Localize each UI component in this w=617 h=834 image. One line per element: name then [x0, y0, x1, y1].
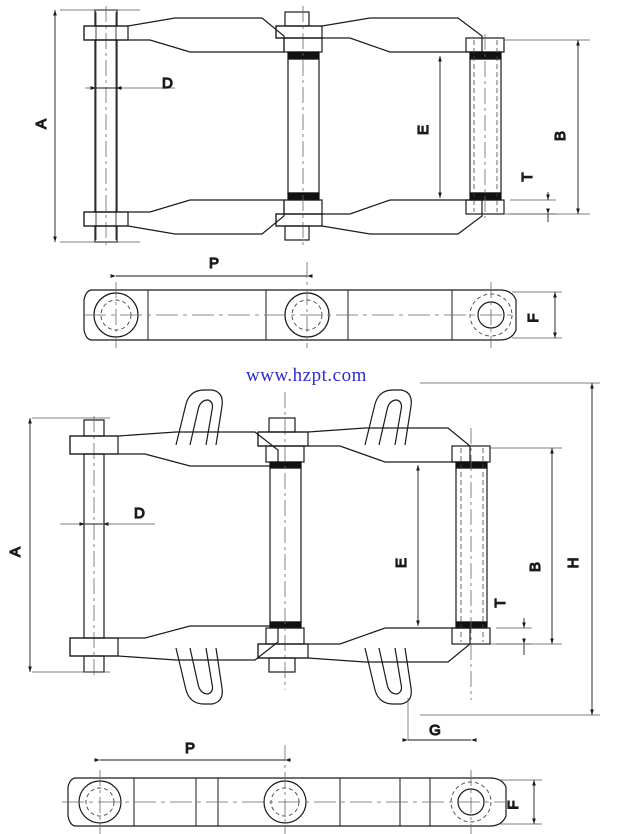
dimension-f-2: F: [500, 779, 542, 825]
dimension-a-label: A: [33, 119, 50, 129]
dimension-e-label: E: [415, 125, 432, 135]
dimension-p: P: [110, 254, 313, 278]
attachment-loop-bottom-right-outer: [364, 647, 412, 705]
right-band-bottom: [469, 192, 502, 201]
dimension-f-label-2: F: [505, 800, 522, 809]
dimension-p-2: P: [94, 739, 291, 762]
dimension-d-2: D: [60, 504, 155, 526]
attachment-loop-top-left-outer: [175, 389, 223, 446]
bushing-band-top-2: [269, 461, 302, 469]
right-roller-assembly-2: [451, 428, 491, 700]
hidden-bore-lines-2: [460, 448, 484, 642]
dimension-e-2: E: [392, 465, 420, 626]
attachment-loop-bottom-left-outer: [175, 647, 223, 705]
attachment-loops-top: [175, 389, 412, 446]
dimension-f-label: F: [525, 313, 542, 322]
right-roller-assembly: [465, 34, 505, 218]
bushing-band-top: [287, 51, 320, 60]
side-view-plain-chain: P F: [83, 254, 562, 348]
side-view-attachment-chain: P F: [62, 739, 542, 834]
link-plate-upper-left: [83, 17, 285, 53]
plan-view-plain-chain: A D E B T: [32, 6, 590, 246]
attachment-loop-bottom-right-inner: [378, 647, 403, 695]
dimension-t: T: [510, 172, 556, 222]
dimension-h: H: [420, 382, 600, 716]
plan-view-attachment-chain: A D E B T: [6, 382, 600, 742]
dimension-e: E: [414, 56, 442, 198]
dimension-a-2: A: [6, 417, 110, 673]
attachment-loops-bottom: [175, 647, 412, 705]
right-band-top: [469, 51, 502, 60]
dimension-b-label: B: [552, 131, 569, 141]
dimension-t-label: T: [519, 172, 536, 181]
bushing-band-bottom-2: [269, 621, 302, 629]
dimension-e-label-2: E: [393, 558, 410, 568]
attachment-loop-bottom-left-inner: [189, 647, 214, 695]
dimension-f: F: [512, 291, 562, 339]
side-link-body-2: [67, 777, 507, 827]
dimension-d: D: [85, 74, 175, 93]
watermark-text: www.hzpt.com: [246, 365, 367, 386]
dimension-g: G: [402, 698, 477, 742]
dimension-a: A: [32, 9, 140, 243]
link-plate-lower-left-2: [69, 625, 279, 661]
dimension-g-label: G: [429, 722, 441, 739]
dimension-a-label-2: A: [7, 547, 24, 557]
link-plate-lower-left: [83, 199, 285, 235]
dimension-p-label: P: [209, 255, 219, 272]
hidden-bore-lines: [473, 40, 498, 212]
attachment-loop-top-left-inner: [189, 399, 214, 446]
attachment-loop-top-right-inner: [378, 399, 403, 446]
dimension-b-label-2: B: [527, 562, 544, 572]
dimension-d-label: D: [162, 75, 173, 92]
dimension-t-label-2: T: [492, 598, 509, 607]
link-plate-upper-left-2: [69, 431, 279, 467]
dimension-d-label-2: D: [134, 505, 145, 522]
bushing-band-bottom: [287, 192, 320, 201]
attachment-loop-top-right-outer: [364, 389, 412, 446]
side-link-body: [83, 289, 517, 341]
dimension-h-label: H: [565, 558, 582, 569]
dimension-t-2: T: [491, 598, 532, 655]
dimension-p-label-2: P: [185, 740, 195, 757]
